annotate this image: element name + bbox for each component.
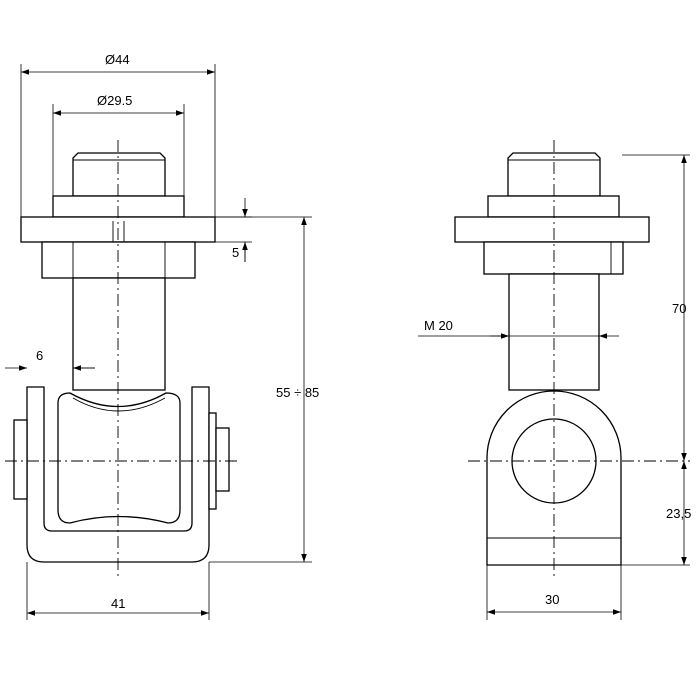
front-bolt-head xyxy=(72,152,166,197)
front-pin-cap-right xyxy=(215,427,230,492)
side-flange xyxy=(454,216,650,243)
side-hex-nut xyxy=(483,241,624,275)
dim-label-d-outer: Ø44 xyxy=(105,52,130,67)
dim-label-adjust-range: 55 ÷ 85 xyxy=(276,385,319,400)
front-washer xyxy=(52,195,185,218)
dim-label-offset: 6 xyxy=(36,348,43,363)
front-hex-nut xyxy=(41,241,196,279)
dimension-labels: Ø44 Ø29.5 5 6 55 ÷ 85 41 M 20 70 23,5 30 xyxy=(36,52,691,611)
front-roller xyxy=(57,392,181,524)
dim-label-width-front: 41 xyxy=(111,596,125,611)
side-washer xyxy=(487,195,620,218)
dim-label-thread: M 20 xyxy=(424,318,453,333)
front-view xyxy=(5,140,240,578)
dim-label-height-bottom: 23,5 xyxy=(666,506,691,521)
dimension-lines xyxy=(5,64,690,620)
dim-label-width-side: 30 xyxy=(545,592,559,607)
front-pin-cap-left xyxy=(13,419,28,500)
side-view xyxy=(454,140,690,578)
front-u-bracket xyxy=(26,386,210,563)
front-shank xyxy=(72,277,166,391)
dim-label-height-top: 70 xyxy=(672,301,686,316)
dim-label-d-inner: Ø29.5 xyxy=(97,93,132,108)
dim-label-thickness: 5 xyxy=(232,245,239,260)
